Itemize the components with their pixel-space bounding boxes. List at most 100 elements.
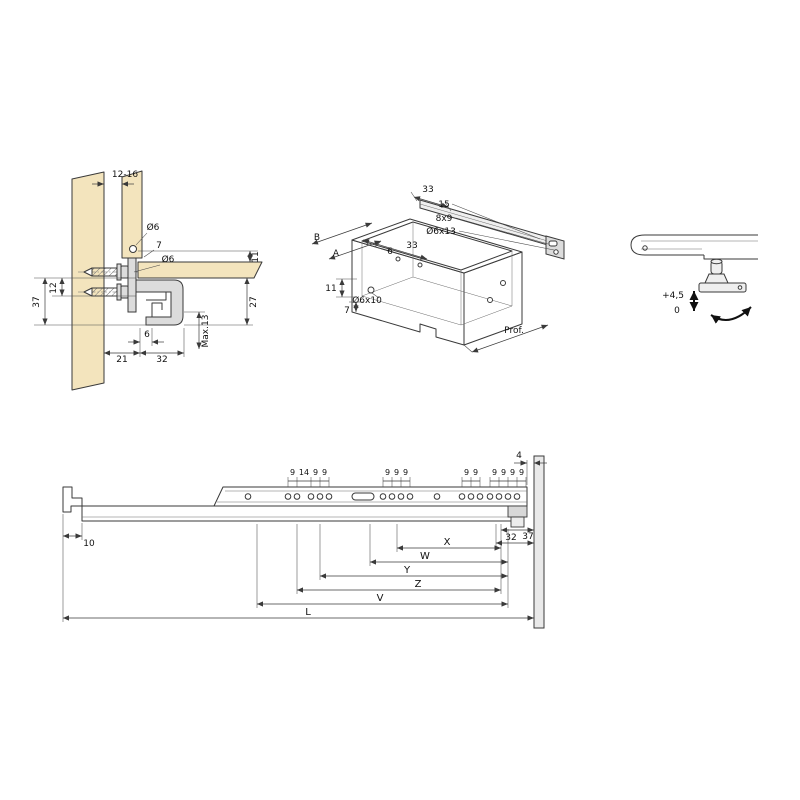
dimension-W: W — [369, 524, 509, 608]
adjust-label: +4,5 — [662, 291, 684, 301]
dim-label: 11 — [251, 251, 261, 262]
dimension-6: 6 — [128, 328, 164, 357]
dimension-4: 4 — [514, 451, 547, 485]
dim-label: 14 — [299, 468, 309, 477]
dimension-6-33-front: 6 33 — [362, 239, 428, 260]
dimension-depth: Prof. — [463, 324, 549, 353]
dim-label: 11 — [325, 284, 336, 294]
dim-label: 9 — [290, 468, 295, 477]
dimension-hole-spacing-1: 9 14 9 9 — [287, 468, 330, 487]
mounting-holes — [244, 493, 521, 500]
dim-label: L — [305, 607, 311, 618]
dim-label: 12 — [49, 282, 59, 293]
dim-label: B — [314, 233, 320, 243]
callout-d6x10: Ø6x10 — [352, 292, 382, 306]
dim-label: Max.13 — [201, 315, 211, 348]
dimension-L: L — [63, 607, 534, 621]
dim-label: Ø6 — [147, 222, 160, 233]
dimension-V: V — [256, 524, 508, 608]
dim-label: 7 — [156, 241, 162, 251]
dimension-B: B — [311, 222, 373, 245]
dim-label: 37 — [32, 296, 42, 307]
dim-label: Ø6x10 — [352, 295, 382, 306]
callout-15: 15 — [438, 200, 541, 240]
dimension-32-37: 32 37 — [495, 524, 534, 594]
dim-label: 9 — [385, 468, 390, 477]
rail-profile — [630, 234, 758, 260]
dimension-11: 11 — [325, 278, 357, 298]
dimension-Z: Z — [296, 524, 501, 594]
dim-label: 32 — [156, 355, 167, 365]
dim-label: 37 — [522, 532, 533, 542]
dim-label: 9 — [313, 468, 318, 477]
dim-label: 33 — [422, 185, 433, 195]
dimension-max13: Max.13 — [184, 311, 211, 349]
tilt-adjust-arrow — [710, 306, 752, 324]
dimension-7: 7 — [344, 301, 364, 316]
dim-label: A — [333, 249, 340, 259]
dimension-12-37: 12 37 — [32, 277, 148, 326]
cabinet-rail — [62, 486, 521, 522]
dim-label: V — [377, 593, 384, 604]
dim-label: 9 — [394, 468, 399, 477]
dim-label: 33 — [406, 241, 417, 251]
drawer-rail — [213, 486, 528, 528]
rear-clip — [507, 505, 528, 518]
dim-label: 9 — [464, 468, 469, 477]
dim-label: 32 — [505, 533, 516, 543]
dim-label: 6 — [387, 247, 393, 257]
dimension-screw-dia: Ø6 — [133, 254, 175, 273]
dim-label: Prof. — [504, 326, 524, 336]
cabinet-wall — [533, 455, 545, 629]
rear-bracket — [545, 235, 565, 260]
drawer-side-panel — [121, 170, 143, 259]
dim-label: 9 — [501, 468, 506, 477]
dim-label: 4 — [516, 451, 522, 461]
dim-label: 9 — [510, 468, 515, 477]
dim-label: W — [420, 551, 430, 562]
dim-label: 8x9 — [436, 214, 453, 224]
dimension-X: X — [396, 524, 501, 552]
dim-label: 21 — [116, 355, 127, 365]
cabinet-side-panel — [71, 171, 105, 391]
dimension-hole-dia: Ø6 — [135, 222, 160, 246]
slide-profile-section — [135, 279, 184, 326]
dim-label: 9 — [403, 468, 408, 477]
dim-label: 15 — [438, 200, 449, 210]
dimension-hole-spacing-2: 9 9 9 — [382, 468, 411, 487]
dim-label: 9 — [322, 468, 327, 477]
mounting-slot — [351, 492, 375, 501]
dim-label: 9 — [492, 468, 497, 477]
callout-8x9: 8x9 — [436, 214, 549, 245]
drawer-bottom-panel — [137, 261, 263, 279]
dim-label: 9 — [519, 468, 524, 477]
dimension-gap: 12-16 — [92, 170, 138, 187]
dimension-10: 10 — [62, 514, 95, 622]
dim-label: 9 — [473, 468, 478, 477]
cross-section-diagram: 12-16 Ø6 7 Ø6 11 12 37 — [32, 170, 263, 391]
dim-label: Ø6x13 — [426, 226, 456, 237]
dimension-33-rail: 33 — [410, 185, 452, 212]
rear-slide-rail — [419, 199, 565, 260]
isometric-diagram: 33 15 8x9 Ø6x13 B A 6 33 — [311, 185, 565, 353]
dimension-7: 7 — [143, 241, 162, 258]
dimension-Y: Y — [319, 524, 508, 580]
dim-label: X — [444, 537, 451, 548]
dimension-hole-spacing-3: 9 9 — [461, 468, 481, 487]
zero-label: 0 — [674, 306, 680, 316]
slide-profile-hook — [151, 302, 163, 317]
slide-mounting-bracket — [127, 257, 137, 313]
dim-label: 27 — [249, 296, 259, 307]
dim-label: 6 — [144, 330, 150, 340]
pilot-hole — [129, 245, 137, 253]
dim-label: Z — [415, 579, 422, 590]
dimension-hole-spacing-4: 9 9 9 9 — [489, 468, 527, 487]
dim-label: Ø6 — [162, 254, 175, 265]
dimension-27: 27 — [184, 278, 259, 326]
dim-label: 10 — [83, 539, 95, 549]
adjustment-bracket — [698, 258, 747, 293]
profile-adjustment-diagram: +4,5 0 — [630, 234, 758, 324]
side-elevation-diagram: 9 14 9 9 9 9 9 9 9 9 9 9 9 — [62, 451, 547, 629]
